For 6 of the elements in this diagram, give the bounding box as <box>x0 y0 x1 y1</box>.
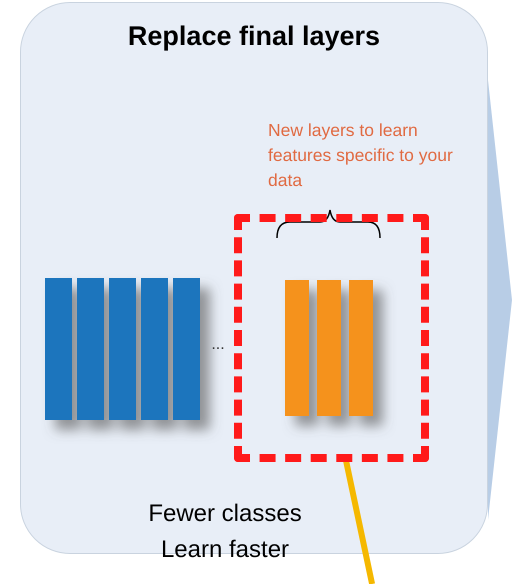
annotation-text: New layers to learn features specific to your data <box>268 119 454 192</box>
ellipsis: ... <box>210 336 226 354</box>
note-text: Fewer classes <box>147 500 303 528</box>
leader-line <box>343 460 376 584</box>
note-text: Learn faster <box>160 536 290 564</box>
panel-title: Replace final layers <box>126 21 382 52</box>
